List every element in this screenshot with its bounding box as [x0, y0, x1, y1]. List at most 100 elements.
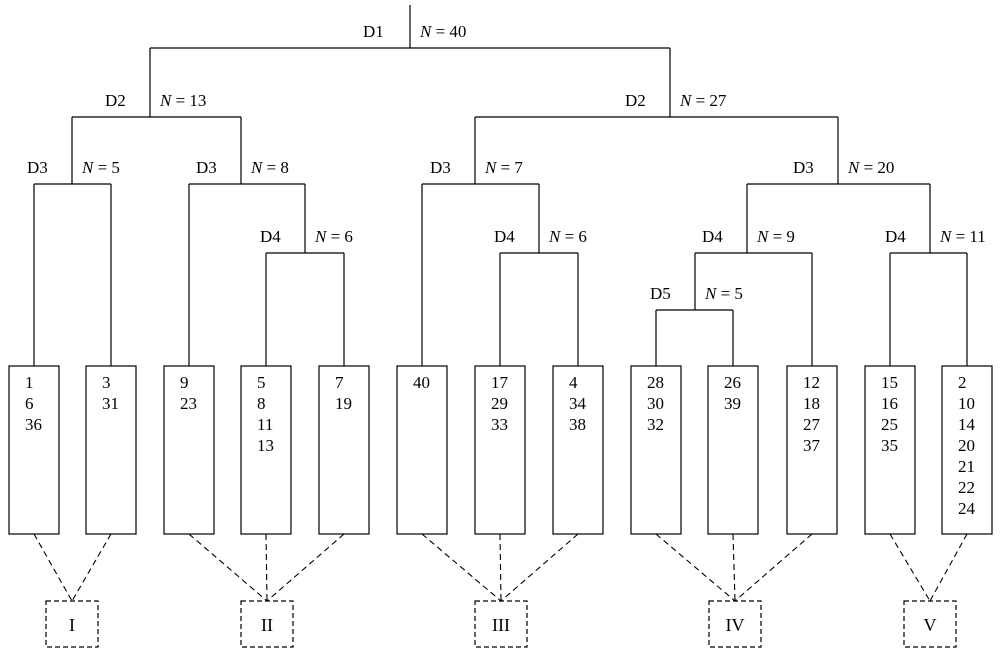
- count-value: = 8: [262, 158, 289, 177]
- split-dim-label: D3: [196, 158, 217, 177]
- count-value: = 6: [560, 227, 587, 246]
- leaf-member: 17: [491, 373, 509, 392]
- leaf-member: 23: [180, 394, 197, 413]
- group-connector: [889, 533, 931, 602]
- group-connector: [266, 533, 345, 602]
- count-variable: N: [484, 158, 498, 177]
- leaf-member: 7: [335, 373, 344, 392]
- count-value: = 6: [326, 227, 353, 246]
- leaf-member: 11: [257, 415, 273, 434]
- leaf-member: 25: [881, 415, 898, 434]
- leaf-member: 30: [647, 394, 664, 413]
- leaf-member: 5: [257, 373, 266, 392]
- count-value: = 13: [171, 91, 206, 110]
- count-value: = 7: [496, 158, 523, 177]
- leaf-member: 16: [881, 394, 898, 413]
- leaf-member: 2: [958, 373, 967, 392]
- count-variable: N: [419, 22, 433, 41]
- leaf-member: 6: [25, 394, 34, 413]
- leaf-member: 8: [257, 394, 266, 413]
- group-connector: [929, 533, 968, 602]
- leaf-box: [85, 365, 137, 535]
- count-variable: N: [250, 158, 264, 177]
- leaf-box: [941, 365, 993, 535]
- leaf-member: 12: [803, 373, 820, 392]
- leaf-member: 21: [958, 457, 975, 476]
- leaf-member: 26: [724, 373, 741, 392]
- count-variable: N: [679, 91, 693, 110]
- leaf-box: [707, 365, 759, 535]
- leaf-box: [8, 365, 60, 535]
- count-value: = 40: [431, 22, 466, 41]
- count-value: = 20: [859, 158, 894, 177]
- count-variable: N: [704, 284, 718, 303]
- count-value: = 9: [768, 227, 795, 246]
- group-box: [474, 600, 528, 648]
- group-box: [708, 600, 762, 648]
- leaf-member: 24: [958, 499, 976, 518]
- split-dim-label: D4: [885, 227, 906, 246]
- leaf-member: 15: [881, 373, 898, 392]
- split-dim-label: D2: [625, 91, 646, 110]
- group-box: [45, 600, 99, 648]
- split-dim-label: D4: [494, 227, 515, 246]
- leaf-member: 39: [724, 394, 741, 413]
- count-variable: N: [314, 227, 328, 246]
- split-count-label: N = 6: [314, 227, 353, 246]
- group-label: III: [492, 615, 510, 635]
- count-variable: N: [939, 227, 953, 246]
- split-dim-label: D5: [650, 284, 671, 303]
- group-connector: [71, 533, 112, 602]
- leaf-member: 33: [491, 415, 508, 434]
- split-count-label: N = 6: [548, 227, 587, 246]
- leaf-box: [786, 365, 838, 535]
- tree-edges: [33, 5, 968, 366]
- leaf-box: [864, 365, 916, 535]
- group-connector: [499, 533, 502, 602]
- leaf-member: 38: [569, 415, 586, 434]
- group-box: [903, 600, 957, 648]
- split-dim-label: D2: [105, 91, 126, 110]
- count-variable: N: [81, 158, 95, 177]
- split-dim-label: D3: [793, 158, 814, 177]
- leaf-box: [630, 365, 682, 535]
- split-count-label: N = 20: [847, 158, 894, 177]
- group-connector: [732, 533, 736, 602]
- leaf-member: 20: [958, 436, 975, 455]
- split-count-label: N = 7: [484, 158, 523, 177]
- leaf-member: 1: [25, 373, 34, 392]
- group-connector: [421, 533, 502, 602]
- count-variable: N: [756, 227, 770, 246]
- split-dim-label: D4: [260, 227, 281, 246]
- leaf-member: 27: [803, 415, 821, 434]
- split-count-label: N = 9: [756, 227, 795, 246]
- leaf-member: 32: [647, 415, 664, 434]
- leaf-member: 3: [102, 373, 111, 392]
- leaf-box: [240, 365, 292, 535]
- leaf-member: 9: [180, 373, 189, 392]
- leaf-member: 22: [958, 478, 975, 497]
- leaf-member: 10: [958, 394, 975, 413]
- split-count-label: N = 5: [704, 284, 743, 303]
- leaf-member: 35: [881, 436, 898, 455]
- split-dim-label: D1: [363, 22, 384, 41]
- leaf-member: 4: [569, 373, 578, 392]
- group-label: IV: [726, 615, 745, 635]
- leaf-member: 40: [413, 373, 430, 392]
- leaf-member: 29: [491, 394, 508, 413]
- split-dim-label: D3: [27, 158, 48, 177]
- leaf-member: 37: [803, 436, 821, 455]
- split-count-label: N = 8: [250, 158, 289, 177]
- group-label: I: [69, 615, 75, 635]
- split-count-label: N = 11: [939, 227, 986, 246]
- group-connectors: [33, 533, 968, 602]
- leaf-box: [318, 365, 370, 535]
- leaf-member: 19: [335, 394, 352, 413]
- split-dim-label: D4: [702, 227, 723, 246]
- group-label: V: [924, 615, 937, 635]
- leaf-member: 18: [803, 394, 820, 413]
- group-label: II: [261, 615, 273, 635]
- leaf-box: [552, 365, 604, 535]
